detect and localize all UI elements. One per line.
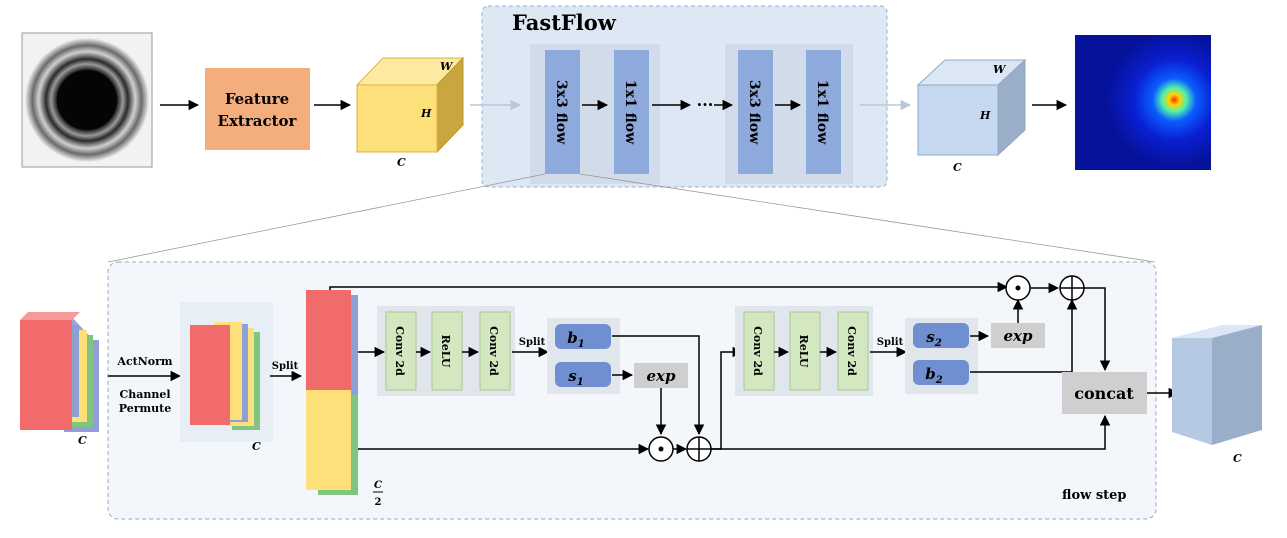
b1-label: b1: [567, 329, 584, 350]
output-cube-h-label: H: [979, 109, 991, 122]
subnet-2-relu: ReLU: [797, 335, 810, 368]
zoom-line-right: [579, 173, 1156, 263]
path-add-to-concat: [711, 414, 1111, 450]
anomaly-heatmap: [1075, 35, 1211, 170]
s2-b2-group: s2 b2: [905, 318, 978, 394]
flow-block-2: 1x1 flow: [614, 50, 649, 174]
flow-block-1: 3x3 flow: [545, 50, 580, 174]
feature-extractor-label-2: Extractor: [218, 112, 298, 130]
input-image: [21, 32, 153, 168]
half-c-num: C: [374, 480, 382, 491]
s1-label: s1: [568, 367, 583, 388]
zoom-line-left: [107, 173, 546, 263]
split-label-2: Split: [519, 337, 546, 348]
multiply-op-1: [648, 436, 674, 462]
input-stack-c-label: C: [78, 434, 87, 447]
flow-ellipsis: ···: [697, 95, 714, 114]
split-half-top: [306, 290, 358, 395]
feature-extractor-label-1: Feature: [225, 90, 289, 108]
actnorm-label: ActNorm: [116, 355, 173, 368]
add-op-2: [1059, 275, 1085, 301]
flow-block-4-label: 1x1 flow: [814, 80, 830, 145]
exp-label-1: exp: [647, 367, 676, 385]
flow-step-panel: flow step: [107, 261, 1157, 520]
permuted-stack-c-label: C: [252, 440, 261, 453]
half-c-den: 2: [375, 497, 382, 508]
subnet-2: Conv 2d ReLU Conv 2d: [735, 306, 873, 396]
cube-w-label: W: [440, 60, 454, 73]
flow-step-output: C: [1172, 325, 1262, 465]
split-half-bottom: C 2: [306, 390, 383, 508]
flow-block-3-label: 3x3 flow: [746, 80, 762, 145]
flow-step-label: flow step: [1062, 488, 1127, 503]
subnet-2-conv-a: Conv 2d: [751, 326, 764, 376]
exp-box-2: exp: [991, 323, 1045, 348]
concat-box: concat: [1062, 372, 1147, 414]
output-cube-c-label: C: [953, 161, 962, 174]
feature-cube: W H C: [355, 56, 465, 169]
b1-s1-group: b1 s1: [547, 318, 620, 394]
feature-extractor-box: Feature Extractor: [205, 68, 310, 150]
path-add2-concat: [1084, 287, 1111, 372]
path-b1-add: [612, 335, 705, 436]
s2-label: s2: [926, 328, 941, 349]
exp-box-1: exp: [634, 363, 688, 388]
permute-label-2: Permute: [119, 402, 172, 415]
flow-step-output-c-label: C: [1233, 452, 1242, 465]
permuted-channel-stack: C: [180, 302, 273, 453]
cube-h-label: H: [420, 107, 432, 120]
split-label-3: Split: [877, 337, 904, 348]
flow-block-1-label: 3x3 flow: [553, 80, 569, 145]
cube-c-label: C: [397, 156, 406, 169]
split-label-1: Split: [272, 361, 299, 372]
output-cube-w-label: W: [993, 63, 1007, 76]
subnet-2-conv-b: Conv 2d: [845, 326, 858, 376]
permute-label-1: Channel: [119, 388, 170, 401]
path-identity-top: [329, 281, 1009, 293]
flow-block-4: 1x1 flow: [806, 50, 841, 174]
flow-block-3: 3x3 flow: [738, 50, 773, 174]
b2-label: b2: [925, 365, 943, 386]
exp-label-2: exp: [1004, 327, 1033, 345]
output-cube: W H C: [916, 58, 1027, 174]
concat-label: concat: [1074, 384, 1134, 403]
fastflow-title: FastFlow: [512, 10, 617, 35]
input-channel-stack: C: [20, 312, 99, 447]
flow-block-2-label: 1x1 flow: [622, 80, 638, 145]
subnet-1-conv-a: Conv 2d: [393, 326, 406, 376]
add-op-1: [686, 436, 712, 462]
subnet-1-relu: ReLU: [439, 335, 452, 368]
subnet-1-conv-b: Conv 2d: [487, 326, 500, 376]
subnet-1: Conv 2d ReLU Conv 2d: [377, 306, 515, 396]
multiply-op-2: [1005, 275, 1031, 301]
